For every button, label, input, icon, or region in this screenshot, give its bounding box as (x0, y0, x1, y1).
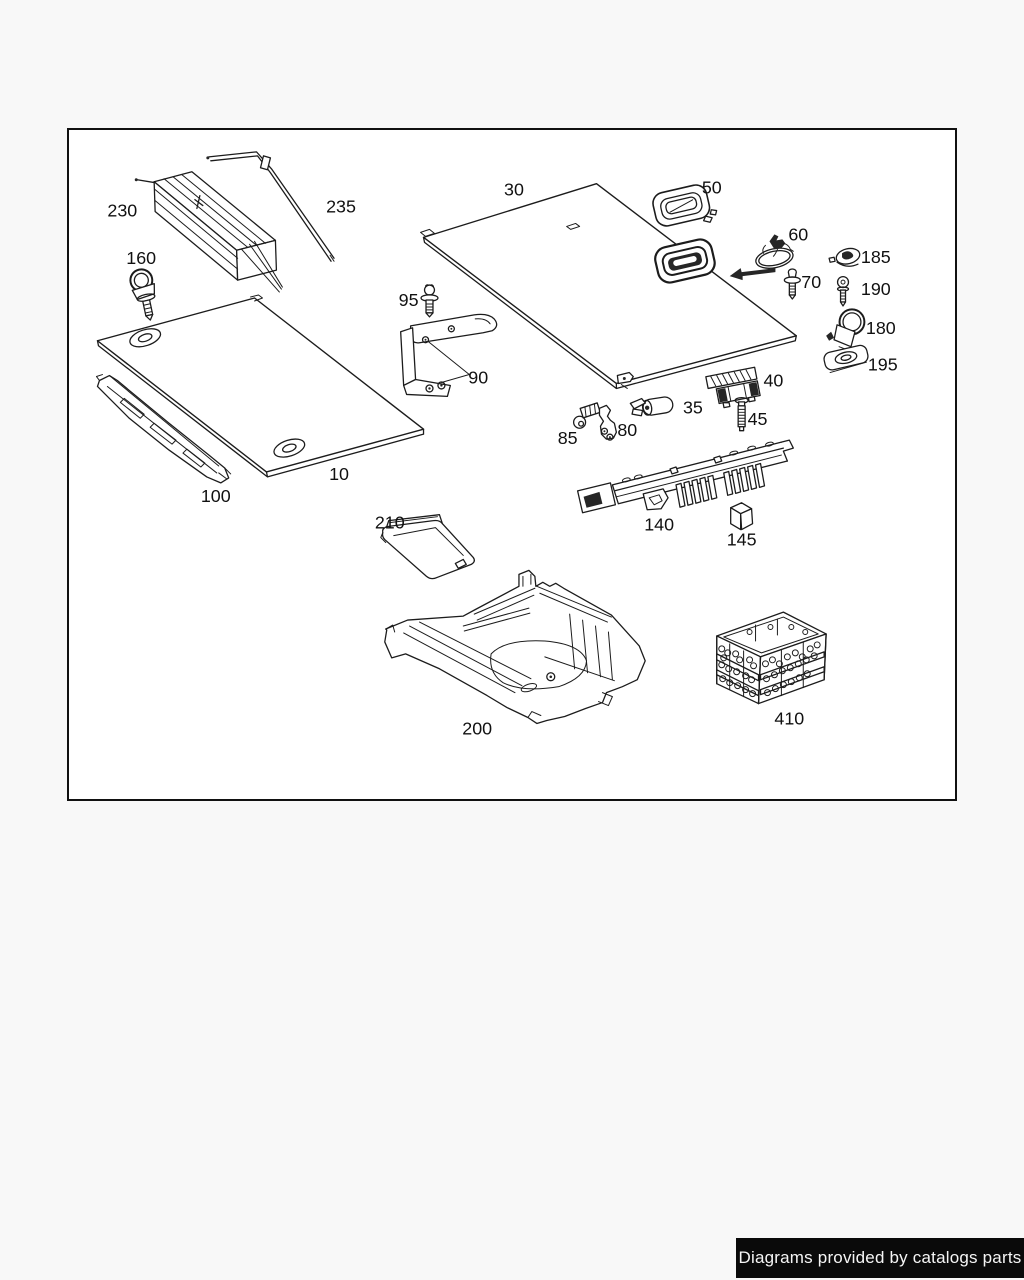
part-label-180: 180 (866, 318, 896, 338)
part-235-rods (206, 151, 335, 262)
part-210-tray (380, 514, 475, 580)
part-label-90: 90 (468, 367, 488, 387)
part-label-45: 45 (748, 409, 768, 429)
part-label-140: 140 (644, 515, 674, 535)
part-label-230: 230 (107, 200, 137, 220)
part-180-hook (826, 308, 866, 351)
part-70-screw (783, 268, 801, 300)
part-label-145: 145 (727, 530, 757, 550)
part-label-95: 95 (399, 290, 419, 310)
part-190-bolt (836, 275, 850, 307)
footer-credit-bar: Diagrams provided by catalogs parts (736, 1238, 1024, 1278)
part-label-85: 85 (558, 428, 578, 448)
part-label-160: 160 (126, 248, 156, 268)
part-30-handle-recess (654, 238, 716, 284)
part-90-bracket (400, 313, 498, 398)
part-label-60: 60 (788, 224, 808, 244)
part-35-roller (629, 396, 674, 417)
exploded-parts-diagram: 230 235 160 95 90 10 100 30 50 60 70 185… (95, 151, 898, 739)
part-label-30: 30 (504, 180, 524, 200)
direction-arrow (729, 268, 776, 281)
part-45-screw (734, 396, 749, 432)
part-label-40: 40 (763, 370, 783, 390)
part-label-185: 185 (861, 247, 891, 267)
part-label-80: 80 (617, 420, 637, 440)
part-10-floor-panel (96, 294, 425, 478)
part-85-grommet (572, 415, 587, 429)
part-80-bracket (579, 402, 618, 441)
part-label-35: 35 (683, 397, 703, 417)
part-145-cube (730, 502, 754, 531)
part-140-rail (576, 439, 794, 514)
part-230-box (134, 171, 283, 293)
footer-credit-text: Diagrams provided by catalogs parts (738, 1248, 1022, 1267)
part-label-190: 190 (861, 279, 891, 299)
part-40-bracket (705, 366, 761, 409)
part-95-screw (420, 284, 439, 318)
part-200-insert (384, 569, 646, 725)
part-label-410: 410 (774, 708, 804, 728)
parts-diagram-frame: 230 235 160 95 90 10 100 30 50 60 70 185… (67, 128, 957, 801)
part-label-195: 195 (868, 355, 898, 375)
part-185-clip (828, 247, 861, 267)
part-410-crate (716, 611, 827, 705)
part-160-ring-bolt (129, 268, 156, 321)
part-30-cover-panel (420, 182, 797, 390)
part-label-235: 235 (326, 197, 356, 217)
part-label-10: 10 (329, 464, 349, 484)
part-label-100: 100 (201, 486, 231, 506)
part-label-210: 210 (375, 513, 405, 533)
part-60-cable (755, 234, 794, 269)
part-label-50: 50 (702, 178, 722, 198)
part-195-plate (823, 344, 869, 374)
part-50-handle (652, 184, 718, 227)
part-100-sill-strip (95, 374, 232, 484)
part-label-70: 70 (801, 272, 821, 292)
part-label-200: 200 (462, 718, 492, 738)
part-labels: 230 235 160 95 90 10 100 30 50 60 70 185… (107, 178, 897, 739)
